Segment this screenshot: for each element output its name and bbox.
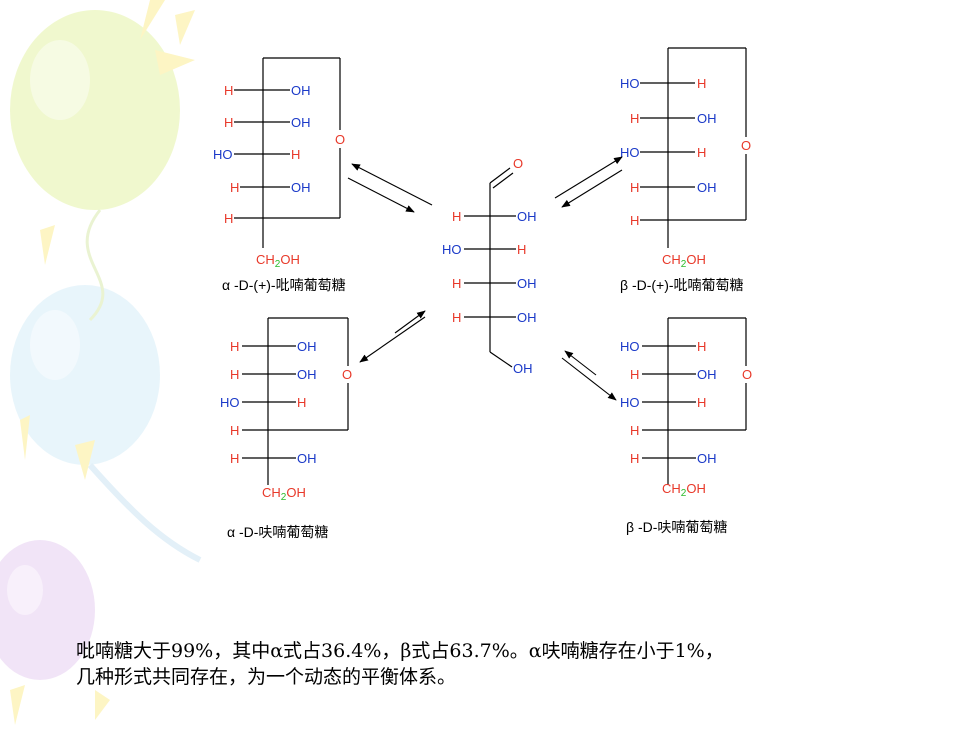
description-line-2: 几种形式共同存在，为一个动态的平衡体系。 xyxy=(76,666,457,688)
beta-pyranose-bonds xyxy=(640,47,747,248)
h-label: H xyxy=(230,423,239,438)
h-label: H xyxy=(230,367,239,382)
arrow-from-beta-pyranose xyxy=(561,169,623,208)
h-label: H xyxy=(452,276,461,291)
yellow-ray-3 xyxy=(155,50,195,75)
ch2oh-label: CH2OH xyxy=(262,485,306,503)
oh-label: OH xyxy=(697,111,717,126)
h-label: H xyxy=(291,147,300,162)
h-label: H xyxy=(630,180,639,195)
ring-oxygen-label: O xyxy=(742,367,752,382)
ch2oh-label: CH2OH xyxy=(662,252,706,270)
arrow-to-beta-furanose xyxy=(561,357,617,401)
terminal-oh-label: OH xyxy=(513,361,533,376)
oh-label: OH xyxy=(517,310,537,325)
oh-label: OH xyxy=(697,367,717,382)
balloon-string-2 xyxy=(87,463,202,563)
h-label: H xyxy=(630,367,639,382)
oh-label: OH xyxy=(297,451,317,466)
green-balloon-highlight xyxy=(30,40,90,120)
alpha-furanose-caption: α -D-呋喃葡萄糖 xyxy=(227,524,328,540)
ring-oxygen-label: O xyxy=(741,138,751,153)
yellow-ray-6 xyxy=(75,440,95,480)
h-label: H xyxy=(297,395,306,410)
beta-furanose-caption: β -D-呋喃葡萄糖 xyxy=(626,519,727,535)
aldehyde-oxygen-label: O xyxy=(513,156,523,171)
oh-label: OH xyxy=(517,276,537,291)
arrow-to-beta-pyranose xyxy=(554,156,623,199)
ring-oxygen-label: O xyxy=(335,132,345,147)
arrow-to-alpha-pyranose xyxy=(351,163,433,206)
arrow-from-alpha-pyranose xyxy=(347,177,415,213)
ho-label: HO xyxy=(620,76,640,91)
ho-label: HO xyxy=(220,395,240,410)
oh-label: OH xyxy=(297,339,317,354)
beta-pyranose-caption: β -D-(+)-吡喃葡萄糖 xyxy=(620,277,744,293)
yellow-ray-1 xyxy=(140,0,165,40)
alpha-furanose-structure: H OH H OH HO H H H OH O CH2OH α -D-呋喃葡萄糖 xyxy=(220,317,352,540)
h-label: H xyxy=(230,180,239,195)
arrow-from-beta-furanose xyxy=(564,350,597,376)
h-label: H xyxy=(630,111,639,126)
yellow-ray-5 xyxy=(20,415,30,460)
yellow-ray-7 xyxy=(10,685,25,725)
h-label: H xyxy=(230,339,239,354)
oh-label: OH xyxy=(291,115,311,130)
description-line-1: 吡喃糖大于99%，其中α式占36.4%，β式占63.7%。α呋喃糖存在小于1%， xyxy=(76,640,724,662)
yellow-ray-4 xyxy=(40,225,55,265)
balloon-string-1 xyxy=(85,209,105,322)
h-label: H xyxy=(697,76,706,91)
alpha-furanose-bonds xyxy=(242,317,349,485)
h-label: H xyxy=(697,339,706,354)
open-chain-bonds xyxy=(464,167,516,368)
h-label: H xyxy=(224,211,233,226)
yellow-ray-8 xyxy=(95,690,110,720)
h-label: H xyxy=(630,423,639,438)
h-label: H xyxy=(224,83,233,98)
ch2oh-label: CH2OH xyxy=(662,481,706,499)
oh-label: OH xyxy=(697,180,717,195)
oh-label: OH xyxy=(291,180,311,195)
h-label: H xyxy=(230,451,239,466)
oh-label: OH xyxy=(297,367,317,382)
ch2oh-label: CH2OH xyxy=(256,252,300,270)
h-label: H xyxy=(452,209,461,224)
oh-label: OH xyxy=(697,451,717,466)
beta-pyranose-structure: HO H H OH HO H H OH H O CH2OH β -D-(+)-吡… xyxy=(620,47,751,293)
equilibrium-description: 吡喃糖大于99%，其中α式占36.4%，β式占63.7%。α呋喃糖存在小于1%，… xyxy=(76,638,956,690)
oh-label: OH xyxy=(291,83,311,98)
ho-label: HO xyxy=(620,145,640,160)
h-label: H xyxy=(697,395,706,410)
open-chain-structure: O H OH HO H H OH H OH OH xyxy=(442,156,537,376)
blue-balloon-highlight xyxy=(30,310,80,380)
alpha-pyranose-bonds xyxy=(234,57,341,248)
ho-label: HO xyxy=(620,395,640,410)
oh-label: OH xyxy=(517,209,537,224)
h-label: H xyxy=(697,145,706,160)
arrow-from-alpha-furanose xyxy=(394,310,426,334)
h-label: H xyxy=(224,115,233,130)
h-label: H xyxy=(630,213,639,228)
arrow-to-alpha-furanose xyxy=(359,316,426,363)
beta-furanose-structure: HO H H OH HO H H H OH O CH2OH β -D-呋喃葡萄糖 xyxy=(620,317,752,535)
ho-label: HO xyxy=(442,242,462,257)
alpha-pyranose-caption: α -D-(+)-吡喃葡萄糖 xyxy=(222,277,346,293)
h-label: H xyxy=(630,451,639,466)
equilibrium-arrows xyxy=(347,156,623,401)
yellow-ray-2 xyxy=(175,10,195,45)
h-label: H xyxy=(452,310,461,325)
alpha-pyranose-structure: H OH H OH HO H H OH H O CH2OH α -D-(+)-吡… xyxy=(213,57,346,293)
purple-balloon-highlight xyxy=(7,565,43,615)
h-label: H xyxy=(517,242,526,257)
beta-furanose-bonds xyxy=(642,317,747,485)
ring-oxygen-label: O xyxy=(342,367,352,382)
ho-label: HO xyxy=(213,147,233,162)
ho-label: HO xyxy=(620,339,640,354)
